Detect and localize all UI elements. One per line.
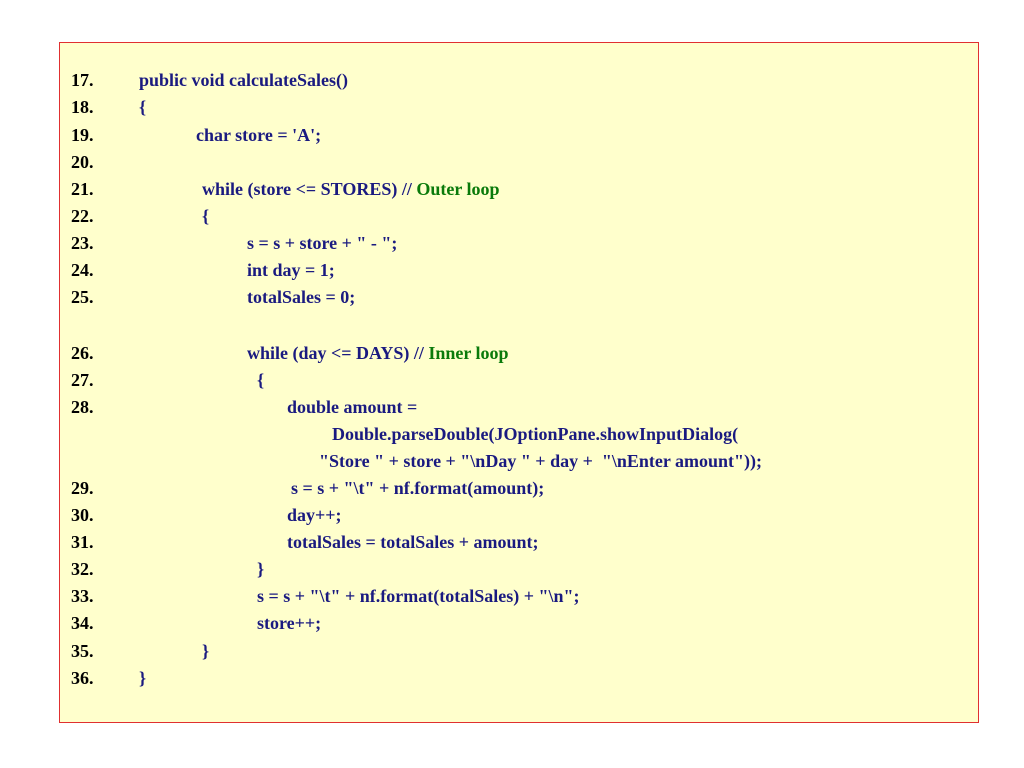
code-line: store++; [257,613,322,633]
code-line: char store = 'A'; [196,125,322,145]
code-line: } [139,668,147,688]
code-line: s = s + store + " - "; [247,233,398,253]
line-number: 24. [71,260,94,280]
code-line: totalSales = 0; [247,287,356,307]
code-line: s = s + "\t" + nf.format(totalSales) + "… [257,586,580,606]
line-number: 32. [71,559,94,579]
line-number: 17. [71,70,94,90]
code-line: s = s + "\t" + nf.format(amount); [291,478,545,498]
code-line: Double.parseDouble(JOptionPane.showInput… [332,424,739,444]
line-number: 31. [71,532,94,552]
line-number: 25. [71,287,94,307]
code-line: } [202,641,210,661]
line-number: 27. [71,370,94,390]
code-line: { [202,206,210,226]
code-line: int day = 1; [247,260,335,280]
code-text: while (day <= DAYS) // [247,343,429,363]
line-number: 22. [71,206,94,226]
code-line: while (store <= STORES) // Outer loop [202,177,500,201]
line-number: 36. [71,668,94,688]
code-listing: 17. public void calculateSales() 18. { 1… [59,42,979,723]
code-line: } [257,559,265,579]
line-number: 34. [71,613,94,633]
code-comment: Inner loop [428,343,509,363]
code-line: "Store " + store + "\nDay " + day + "\nE… [319,451,762,471]
line-number: 35. [71,641,94,661]
code-line: public void calculateSales() [139,70,349,90]
line-number: 29. [71,478,94,498]
line-number: 28. [71,397,94,417]
line-number: 20. [71,152,94,172]
code-line: double amount = [287,397,418,417]
code-line: day++; [287,505,342,525]
code-line: { [139,97,147,117]
code-line: totalSales = totalSales + amount; [287,532,539,552]
code-text: while (store <= STORES) // [202,179,417,199]
line-number: 26. [71,343,94,363]
line-number: 33. [71,586,94,606]
code-comment: Outer loop [416,179,500,199]
line-number: 19. [71,125,94,145]
line-number: 30. [71,505,94,525]
code-line: { [257,370,265,390]
code-line: while (day <= DAYS) // Inner loop [247,341,509,365]
line-number: 21. [71,179,94,199]
line-number: 23. [71,233,94,253]
line-number: 18. [71,97,94,117]
